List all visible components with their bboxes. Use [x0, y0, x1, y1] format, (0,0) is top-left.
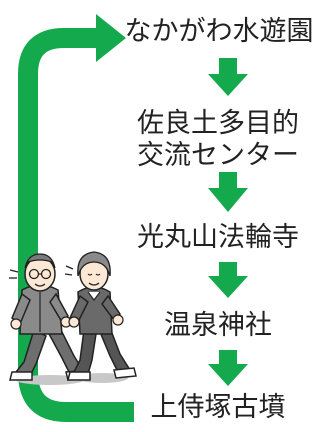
route-stop-line: 佐良土多目的 — [137, 108, 299, 139]
route-stop-nakagawa-aquapark: なかがわ水遊園 — [118, 16, 320, 48]
route-stop-line: 光丸山法輪寺 — [137, 222, 299, 253]
route-stop-kamisamurai-kofun: 上侍塚古墳 — [118, 392, 318, 424]
route-stop-komaruyama-horinji: 光丸山法輪寺 — [118, 222, 318, 254]
route-stop-saraado-community-center: 佐良土多目的 交流センター — [118, 108, 318, 172]
route-stop-onsen-shrine: 温泉神社 — [118, 310, 318, 342]
route-stop-line: 交流センター — [137, 140, 299, 171]
route-stop-line: 上侍塚古墳 — [150, 392, 286, 423]
route-stop-line: 温泉神社 — [164, 310, 272, 341]
down-arrow-icon — [208, 262, 248, 298]
down-arrow-icon — [208, 172, 248, 212]
walking-couple-illustration — [9, 251, 137, 385]
walking-woman-figure — [64, 251, 137, 381]
route-stop-line: なかがわ水遊園 — [124, 16, 314, 47]
down-arrow-icon — [208, 350, 248, 386]
down-arrow-icon — [208, 58, 248, 96]
loop-arrow-icon — [18, 14, 134, 422]
